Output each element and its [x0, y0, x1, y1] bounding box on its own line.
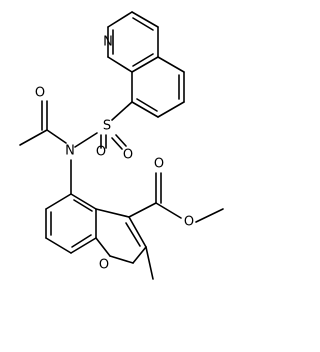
- bond-q3: [131, 56, 159, 73]
- bond-furan2: [109, 255, 134, 264]
- bond-bf1: [70, 193, 97, 210]
- bond-ester-c-o: [155, 202, 182, 219]
- bond-bf3: [70, 237, 97, 254]
- amide-nitrogen-label: N: [65, 144, 75, 159]
- ester-carbonyl-oxygen-label: O: [154, 157, 164, 172]
- bond-n-acetyl-c: [46, 129, 67, 144]
- bond-ring-ester-c: [128, 202, 157, 218]
- sulfonyl-sulfur-label: S: [103, 119, 111, 134]
- quinoline-nitrogen-label: N: [103, 35, 113, 50]
- bond-bf-double-3: [71, 234, 92, 248]
- bond-q-double-3: [132, 53, 154, 67]
- bond-ester-o-methyl: [195, 208, 224, 223]
- bond-furan1: [95, 237, 111, 257]
- ester-ether-oxygen-label: O: [184, 215, 194, 230]
- bond-q4: [107, 56, 133, 73]
- bond-furan4: [128, 216, 147, 248]
- bond-s-n: [74, 132, 98, 148]
- bond-b4: [131, 101, 159, 118]
- bond-q-double-1: [132, 17, 154, 31]
- sulfonyl-oxygen-left-label: O: [96, 145, 106, 160]
- acetyl-oxygen-label: O: [35, 86, 45, 101]
- bond-bf4: [45, 237, 72, 254]
- bond-b3: [157, 101, 185, 118]
- furan-oxygen-label: O: [99, 258, 109, 273]
- bond-furan-methyl: [145, 246, 154, 280]
- sulfonyl-oxygen-right-label: O: [123, 148, 133, 163]
- bond-quinoline-s: [111, 101, 133, 121]
- bond-furan3: [132, 246, 147, 264]
- bond-b1: [157, 56, 185, 73]
- bond-bf-double-1: [73, 199, 93, 212]
- molecule-structure-diagram: N S O O N O O O O: [19, 11, 224, 280]
- structure-canvas: N S O O N O O O O: [19, 11, 224, 280]
- bond-b-double-2: [136, 98, 158, 112]
- bond-bf6: [45, 193, 72, 210]
- bond-furan-double: [125, 222, 141, 247]
- bonds: [19, 11, 224, 280]
- bond-q6: [107, 11, 133, 28]
- bond-furan5: [95, 208, 130, 218]
- atom-labels: N S O O N O O O O: [35, 35, 194, 273]
- bond-s-o-right: [115, 134, 127, 147]
- bond-acetyl-methyl: [19, 129, 48, 146]
- bond-s-o-right-double: [111, 137, 123, 150]
- bond-q1: [131, 11, 159, 28]
